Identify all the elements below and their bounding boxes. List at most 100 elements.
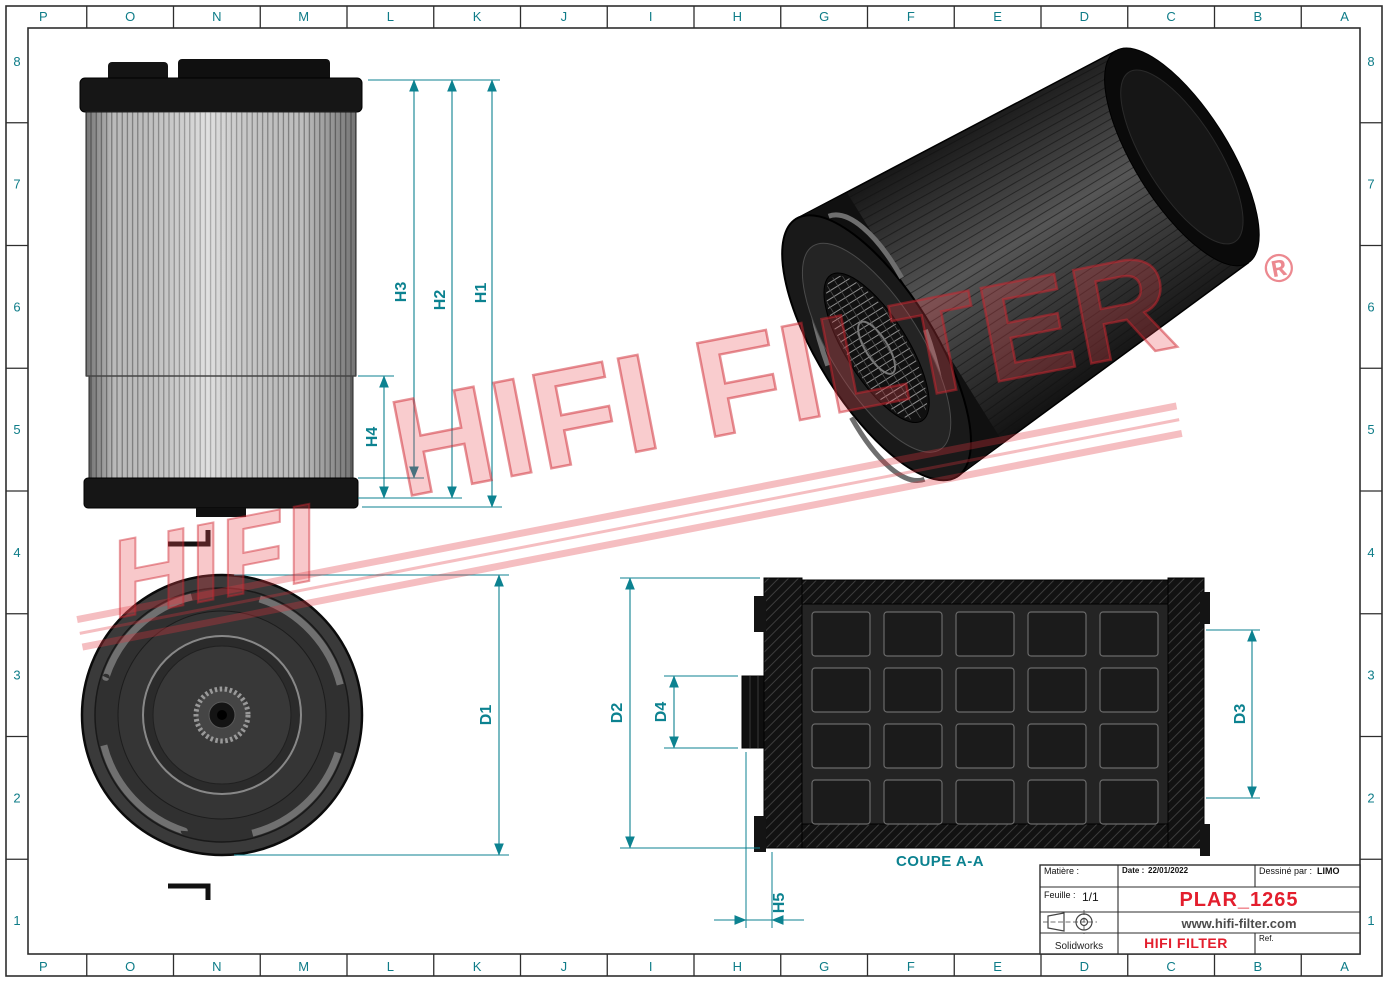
brand-name: HIFI FILTER — [1144, 935, 1228, 951]
bottom-wall-section — [801, 823, 1169, 849]
grid-col-label-top: E — [993, 9, 1002, 24]
right-cap-step-bottom — [1200, 824, 1210, 856]
dim-label-d1: D1 — [478, 705, 495, 726]
grid-row-label-left: 8 — [13, 54, 20, 69]
ref-label: Ref. — [1259, 934, 1274, 943]
pleat-line — [801, 55, 1117, 223]
dim-label-h5: H5 — [771, 893, 788, 914]
grid-col-label-bottom: N — [212, 959, 221, 974]
pleat-line — [858, 131, 1164, 315]
pleat-line — [925, 219, 1219, 422]
rim-slots — [96, 589, 348, 841]
core-window — [883, 723, 943, 769]
pleat-line — [920, 212, 1215, 414]
mesh-line — [847, 266, 937, 410]
top-view — [80, 573, 364, 857]
sheet-value: 1/1 — [1082, 890, 1099, 904]
sheet-label: Feuille : — [1044, 890, 1076, 900]
core-window — [955, 779, 1015, 825]
front-view — [79, 59, 363, 517]
top-end-cap — [79, 77, 363, 113]
pleat-line — [887, 168, 1188, 361]
dim-label-h2: H2 — [432, 290, 449, 311]
pleat-line — [834, 99, 1145, 277]
media-shading-lower — [89, 376, 353, 478]
grid-col-label-bottom: O — [125, 959, 135, 974]
grid-col-label-bottom: J — [561, 959, 568, 974]
pleat-line — [830, 93, 1141, 269]
grid-col-label-bottom: P — [39, 959, 48, 974]
mesh-line — [824, 281, 914, 424]
top-wall-section — [801, 579, 1169, 605]
section-view — [741, 577, 1210, 856]
grid-row-label-left: 5 — [13, 422, 20, 437]
section-cut-marks — [168, 530, 211, 900]
core-window — [1099, 667, 1159, 713]
core-window — [1027, 779, 1087, 825]
grid-ticks — [6, 6, 1382, 976]
grid-row-label-left: 1 — [13, 913, 20, 928]
pleat-line — [954, 256, 1243, 467]
title-block: Matière : Date : 22/01/2022 Dessiné par … — [1039, 864, 1361, 955]
grid-col-label-top: O — [125, 9, 135, 24]
grid-row-label-right: 2 — [1367, 790, 1374, 805]
grid-row-label-right: 4 — [1367, 545, 1374, 560]
right-cap-step-top — [1200, 592, 1210, 624]
grid-col-label-top: G — [819, 9, 829, 24]
pleat-line — [863, 137, 1168, 322]
front-view-dimensions: H3 H2 H1 H4 — [358, 79, 502, 508]
core-window — [811, 779, 871, 825]
hub-center — [217, 710, 227, 720]
grid-row-label-left: 7 — [13, 177, 20, 192]
pleat-line — [873, 149, 1176, 338]
pleat-line — [930, 225, 1223, 429]
left-cap-step-top — [754, 596, 766, 632]
iso-core-center — [857, 320, 897, 375]
grid-row-label-right: 5 — [1367, 422, 1374, 437]
grid-col-label-top: C — [1166, 9, 1175, 24]
grid-row-label-left: 2 — [13, 790, 20, 805]
pleat-line — [815, 74, 1129, 246]
grid-col-label-bottom: A — [1340, 959, 1349, 974]
core-window — [1099, 723, 1159, 769]
pleat-line — [901, 187, 1200, 384]
core-window — [955, 667, 1015, 713]
top-cap-tab-left — [108, 62, 168, 82]
pleat-line — [906, 193, 1204, 391]
grid-col-label-top: J — [561, 9, 568, 24]
core-window — [811, 611, 871, 657]
grid-col-label-top: B — [1254, 9, 1263, 24]
grid-col-label-top: M — [298, 9, 309, 24]
pleat-line — [944, 244, 1235, 452]
pleat-line — [935, 231, 1227, 437]
core-window — [811, 723, 871, 769]
grid-row-label-right: 3 — [1367, 668, 1374, 683]
grid-row-label-left: 4 — [13, 545, 20, 560]
grid-col-label-top: F — [907, 9, 915, 24]
pleat-line — [811, 68, 1125, 239]
iso-back-cap-inner — [1120, 69, 1244, 245]
mesh-line — [839, 271, 930, 415]
iso-view — [781, 47, 1260, 483]
left-end-cap-section — [763, 577, 803, 849]
section-view-dimensions: D2 D4 D3 H5 — [609, 577, 1260, 928]
pleat-line — [825, 87, 1137, 261]
pleat-line — [892, 175, 1192, 368]
pleat-line — [915, 206, 1211, 406]
core-window — [883, 611, 943, 657]
cut-mark-top — [168, 530, 211, 547]
grid-col-label-top: A — [1340, 9, 1349, 24]
core-window — [1027, 667, 1087, 713]
pleat-line — [820, 80, 1133, 254]
pleat-line — [849, 118, 1157, 300]
section-title: COUPE A-A — [896, 853, 984, 870]
grid-row-label-left: 3 — [13, 668, 20, 683]
pleat-line — [949, 250, 1239, 460]
pleat-line — [806, 62, 1121, 231]
pleat-line — [911, 200, 1208, 399]
grid-row-label-right: 6 — [1367, 299, 1374, 314]
right-end-cap-section — [1167, 577, 1205, 849]
pleat-line — [882, 162, 1184, 353]
